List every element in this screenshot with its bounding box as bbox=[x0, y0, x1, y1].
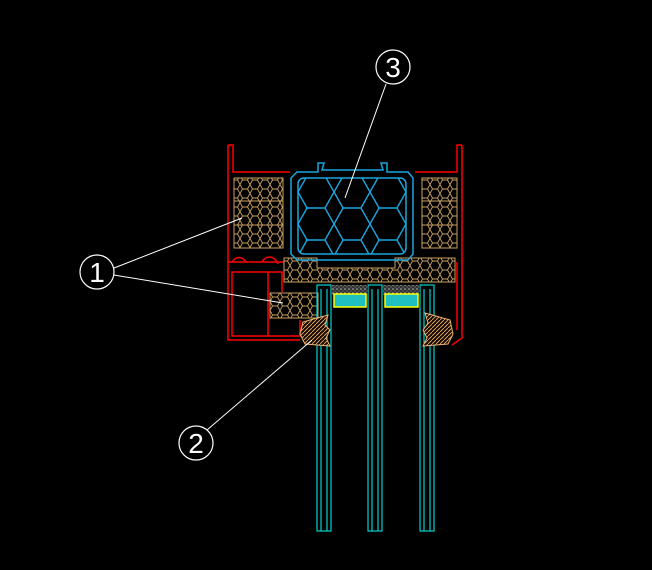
glass-pane-1 bbox=[316, 284, 332, 532]
insulation-bottom-band bbox=[283, 257, 456, 283]
gaskets bbox=[299, 312, 454, 347]
callout-2: 2 bbox=[178, 425, 214, 461]
insulation-right bbox=[421, 177, 458, 249]
callout-3: 3 bbox=[375, 49, 411, 85]
spacer-2 bbox=[384, 293, 419, 308]
insulation-left bbox=[233, 177, 284, 249]
glass-pane-3 bbox=[419, 284, 435, 532]
callout-1-label: 1 bbox=[89, 257, 105, 288]
insulation-small bbox=[269, 292, 319, 319]
callout-1: 1 bbox=[79, 254, 115, 290]
insulation-blocks bbox=[233, 177, 458, 319]
callout-2-label: 2 bbox=[188, 428, 204, 459]
thermal-break-core bbox=[290, 162, 414, 261]
leader-lines bbox=[113, 83, 387, 431]
glazing bbox=[316, 284, 435, 532]
callout-3-label: 3 bbox=[385, 52, 401, 83]
aluminium-frame bbox=[227, 144, 463, 346]
spacers bbox=[332, 285, 420, 308]
gasket-left bbox=[299, 314, 331, 347]
gasket-right bbox=[422, 312, 454, 347]
glass-pane-2 bbox=[367, 284, 383, 532]
spacer-1 bbox=[333, 293, 367, 308]
